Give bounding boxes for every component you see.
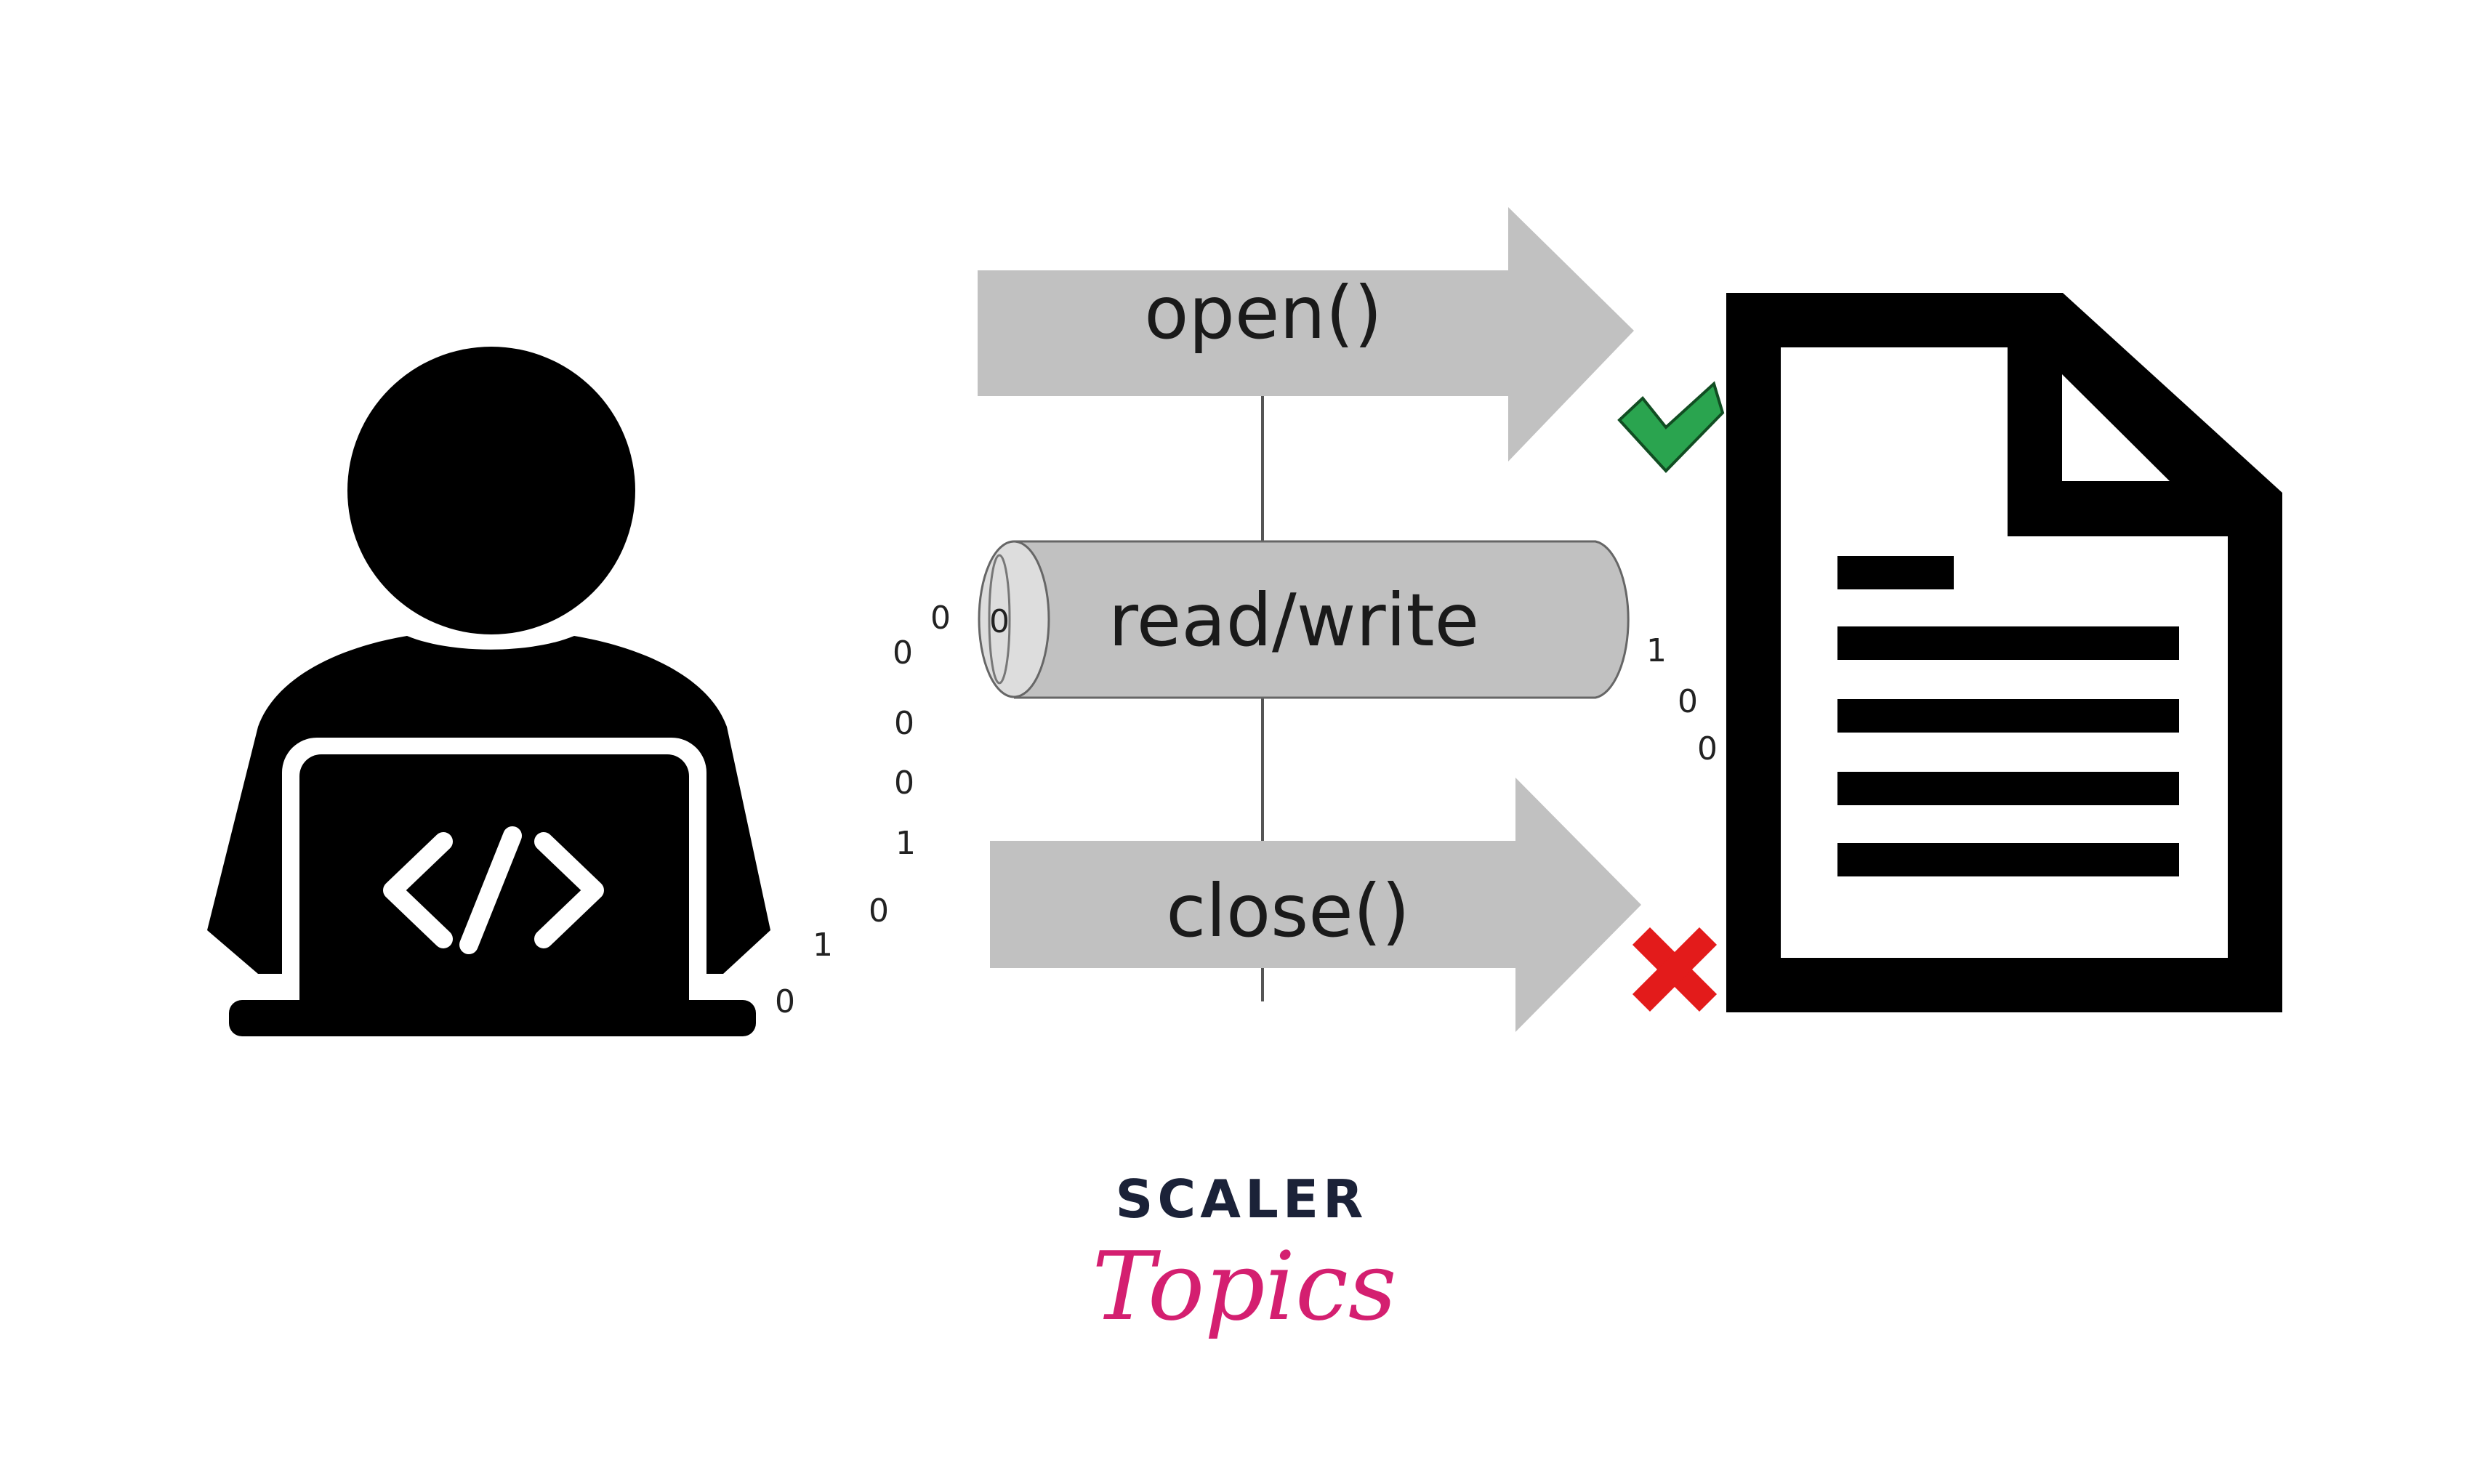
bit-left-1: 0 [930, 600, 951, 637]
bit-stream-right: 1 0 0 [1646, 632, 1718, 767]
doc-line-4 [1837, 843, 2179, 876]
bit-left-8: 0 [775, 983, 795, 1020]
bit-left-6: 0 [869, 892, 889, 929]
bit-left-3: 0 [894, 705, 914, 742]
bit-left-2: 0 [893, 634, 913, 672]
readwrite-label: read/write [1108, 578, 1479, 663]
document-icon [1726, 293, 2282, 1012]
open-label: open() [1144, 270, 1382, 355]
bit-left-4: 0 [894, 765, 914, 802]
brand-line1: SCALER [1116, 1169, 1368, 1230]
person-head [347, 347, 635, 634]
doc-line-1 [1837, 626, 2179, 660]
brand-logo: SCALER Topics [1092, 1169, 1396, 1342]
laptop-base [229, 1000, 756, 1036]
bit-right-1: 1 [1646, 632, 1667, 669]
bit-left-7: 1 [813, 927, 833, 964]
brand-line2: Topics [1092, 1231, 1396, 1342]
close-label: close() [1166, 868, 1410, 953]
check-icon [1617, 381, 1725, 473]
open-arrow: open() [978, 207, 1634, 461]
programmer-icon [207, 347, 770, 1036]
code-icon [383, 826, 604, 954]
readwrite-pipe: 0 read/write [978, 540, 1630, 699]
pipe-inner-bit: 0 [989, 603, 1010, 640]
bit-stream-left: 0 0 0 0 1 0 1 0 0 [775, 600, 951, 1020]
close-arrow: close() [990, 778, 1641, 1032]
doc-line-short [1837, 556, 1954, 589]
doc-line-3 [1837, 772, 2179, 805]
bit-right-3: 0 [1697, 730, 1718, 767]
cross-icon [1632, 927, 1718, 1012]
bit-left-5: 1 [895, 825, 916, 862]
doc-line-2 [1837, 699, 2179, 733]
bit-right-2: 0 [1678, 683, 1698, 720]
